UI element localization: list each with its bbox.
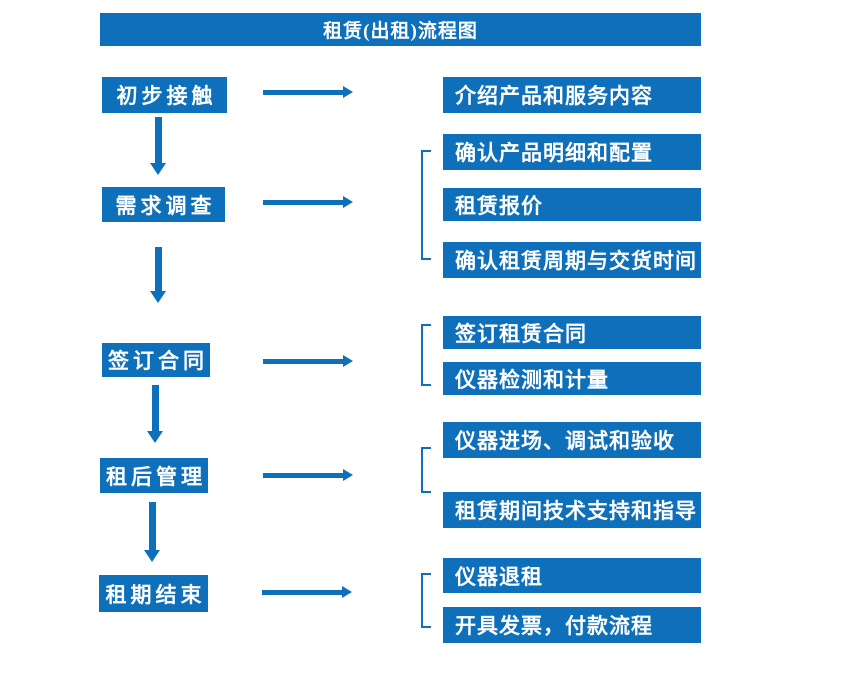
stage-box-sign-contract: 签订合同 xyxy=(102,343,210,377)
stage-box-post-rental-management: 租后管理 xyxy=(100,458,208,493)
detail-box-introduce-products: 介绍产品和服务内容 xyxy=(443,77,701,113)
down-arrow-icon xyxy=(144,502,161,562)
arrow-shaft xyxy=(152,385,159,431)
detail-box-sign-rental-contract: 签订租赁合同 xyxy=(443,316,701,349)
flowchart-title: 租赁(出租)流程图 xyxy=(323,21,478,42)
arrow-head xyxy=(343,355,353,367)
arrow-shaft xyxy=(262,590,343,595)
down-arrow-icon xyxy=(150,117,167,175)
stage-box-needs-survey: 需求调查 xyxy=(102,187,225,222)
detail-box-rental-quote: 租赁报价 xyxy=(443,188,701,221)
arrow-head xyxy=(150,163,166,175)
stage-box-initial-contact: 初步接触 xyxy=(102,77,227,113)
arrow-shaft xyxy=(263,473,344,478)
arrow-head xyxy=(343,469,353,481)
arrow-shaft xyxy=(263,200,344,205)
group-bracket-sign-contract xyxy=(421,324,431,386)
arrow-shaft xyxy=(149,502,156,550)
group-bracket-needs-survey xyxy=(421,150,431,260)
detail-box-instrument-testing: 仪器检测和计量 xyxy=(443,362,701,395)
right-arrow-icon xyxy=(263,469,353,482)
arrow-shaft xyxy=(263,90,344,95)
detail-box-instrument-return: 仪器退租 xyxy=(443,558,701,593)
down-arrow-icon xyxy=(150,247,167,303)
detail-box-instrument-setup-acceptance: 仪器进场、调试和验收 xyxy=(443,422,701,458)
arrow-shaft xyxy=(263,359,344,364)
arrow-head xyxy=(343,196,353,208)
group-bracket-rental-end xyxy=(421,573,431,628)
down-arrow-icon xyxy=(147,385,164,443)
group-bracket-post-rental xyxy=(421,447,431,493)
detail-box-confirm-period-delivery: 确认租赁周期与交货时间 xyxy=(443,242,701,278)
arrow-head xyxy=(150,291,166,303)
flowchart-title-bar: 租赁(出租)流程图 xyxy=(100,13,701,46)
arrow-head xyxy=(144,550,160,562)
stage-box-rental-end: 租期结束 xyxy=(99,575,208,612)
right-arrow-icon xyxy=(263,86,353,99)
arrow-head xyxy=(147,431,163,443)
arrow-shaft xyxy=(155,117,162,163)
detail-box-confirm-product-config: 确认产品明细和配置 xyxy=(443,134,701,170)
detail-box-invoice-payment: 开具发票，付款流程 xyxy=(443,607,701,643)
right-arrow-icon xyxy=(263,355,353,368)
detail-box-tech-support: 租赁期间技术支持和指导 xyxy=(443,492,701,528)
right-arrow-icon xyxy=(262,586,352,599)
right-arrow-icon xyxy=(263,196,353,209)
arrow-head xyxy=(342,586,352,598)
arrow-shaft xyxy=(155,247,162,291)
arrow-head xyxy=(343,86,353,98)
